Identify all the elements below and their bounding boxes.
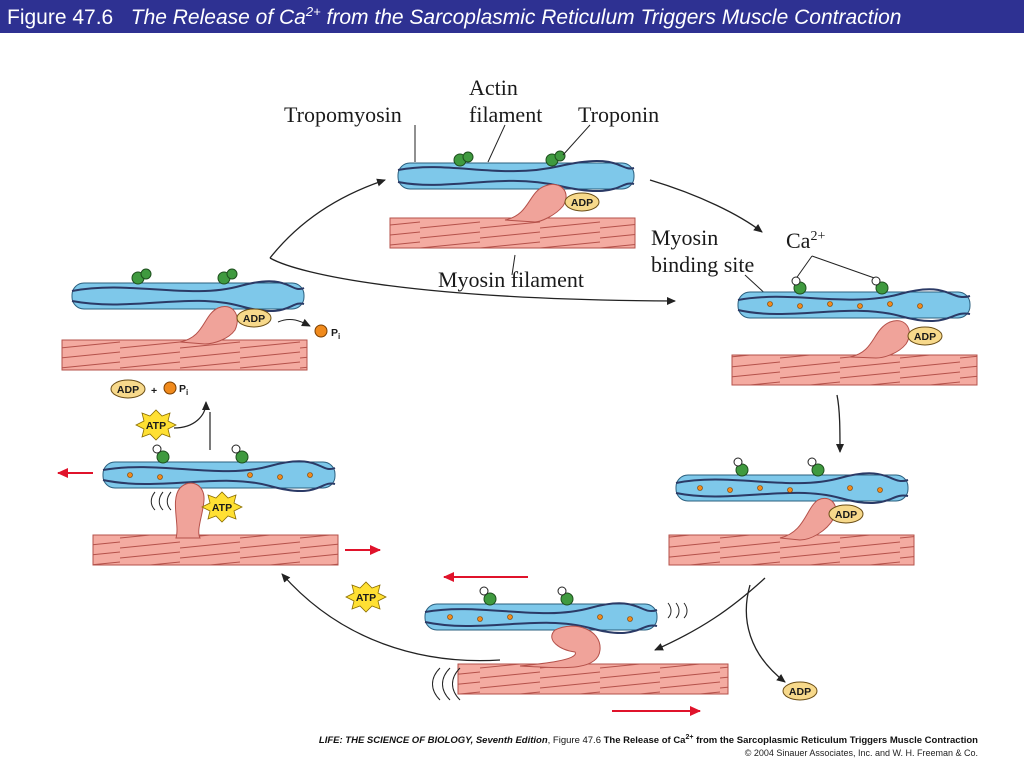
footer-caption-part2: from the Sarcoplasmic Reticulum Triggers… — [693, 735, 978, 747]
troponin-pointer — [562, 124, 591, 156]
footer-citation: LIFE: THE SCIENCE OF BIOLOGY, Seventh Ed… — [319, 734, 978, 746]
label-actin-line1: Actin — [469, 75, 518, 100]
phosphate-subscript: i — [186, 388, 188, 397]
figure-title-part2: from the Sarcoplasmic Reticulum Triggers… — [320, 6, 902, 29]
label-troponin: Troponin — [578, 102, 659, 127]
title-bar: Figure 47.6 The Release of Ca2+ from the… — [0, 0, 1024, 33]
adp-label: ADP — [117, 384, 139, 396]
adp-badge: ADP — [564, 192, 600, 212]
label-calcium-charge: 2+ — [810, 229, 825, 244]
footer-book-title: LIFE: THE SCIENCE OF BIOLOGY, Seventh Ed… — [318, 735, 548, 747]
atp-label: ATP — [356, 592, 376, 604]
label-myosin-binding-line1: Myosin — [651, 225, 718, 250]
adp-label: ADP — [243, 313, 265, 325]
panel-right: ADP — [731, 276, 978, 386]
myosin-head — [504, 184, 567, 223]
atp-burst-bottom: ATP — [345, 581, 387, 613]
phosphate-label: Pi — [179, 383, 188, 397]
adp-released: ADP — [782, 681, 818, 701]
adp-label: ADP — [789, 686, 811, 698]
panel-lower-right: ADP — [668, 457, 915, 566]
phosphate-letter: P — [331, 327, 338, 339]
footer-caption-prefix: , Figure 47.6 — [547, 735, 604, 747]
figure-title: The Release of Ca2+ from the Sarcoplasmi… — [130, 4, 902, 29]
figure-number: Figure 47.6 — [7, 6, 114, 29]
panel-bottom — [424, 586, 729, 701]
atp-hydrolysis-arrow — [173, 401, 210, 429]
adp-label: ADP — [914, 331, 936, 343]
actin-filament — [397, 160, 635, 192]
phosphate-bead — [314, 324, 328, 338]
atp-burst-left: ATP — [135, 409, 177, 441]
adp-label: ADP — [571, 197, 593, 209]
atp-label: ATP — [146, 420, 166, 432]
panel-lower-left: ATP — [92, 444, 339, 566]
footer-caption-part1: The Release of Ca — [603, 735, 686, 747]
atp-label: ATP — [212, 502, 232, 514]
footer-copyright: © 2004 Sinauer Associates, Inc. and W. H… — [744, 748, 978, 758]
label-calcium: Ca2+ — [786, 228, 825, 253]
movement-arrows — [57, 468, 701, 716]
footer-caption-charge: 2+ — [685, 734, 694, 741]
cross-bridge-cycle-diagram: ADP Tropomyosin Actin filament Troponin … — [57, 75, 978, 716]
actin-pointer — [487, 124, 506, 163]
phosphate-subscript: i — [338, 332, 340, 341]
panel-top: ADP — [389, 124, 636, 276]
cycle-arrows — [269, 178, 844, 683]
label-tropomyosin: Tropomyosin — [284, 102, 402, 127]
myosin-filament — [389, 217, 636, 249]
panel-upper-left: ADP Pi — [61, 268, 340, 371]
adp-label: ADP — [835, 509, 857, 521]
label-myosin-filament: Myosin filament — [438, 267, 584, 292]
phosphate-label: Pi — [331, 327, 340, 341]
label-calcium-symbol: Ca — [786, 228, 811, 253]
label-actin-line2: filament — [469, 102, 542, 127]
troponin-complex — [453, 150, 566, 167]
figure-title-charge: 2+ — [305, 4, 321, 19]
phosphate-letter: P — [179, 383, 186, 395]
calcium-pointer — [794, 255, 881, 281]
figure-title-part1: The Release of Ca — [130, 6, 306, 29]
adp-pi-release: ADP + Pi — [110, 379, 188, 399]
myosin-filament-pointer — [511, 254, 516, 276]
atp-burst: ATP — [201, 491, 243, 523]
plus-sign: + — [151, 385, 157, 397]
label-myosin-binding-line2: binding site — [651, 252, 754, 277]
